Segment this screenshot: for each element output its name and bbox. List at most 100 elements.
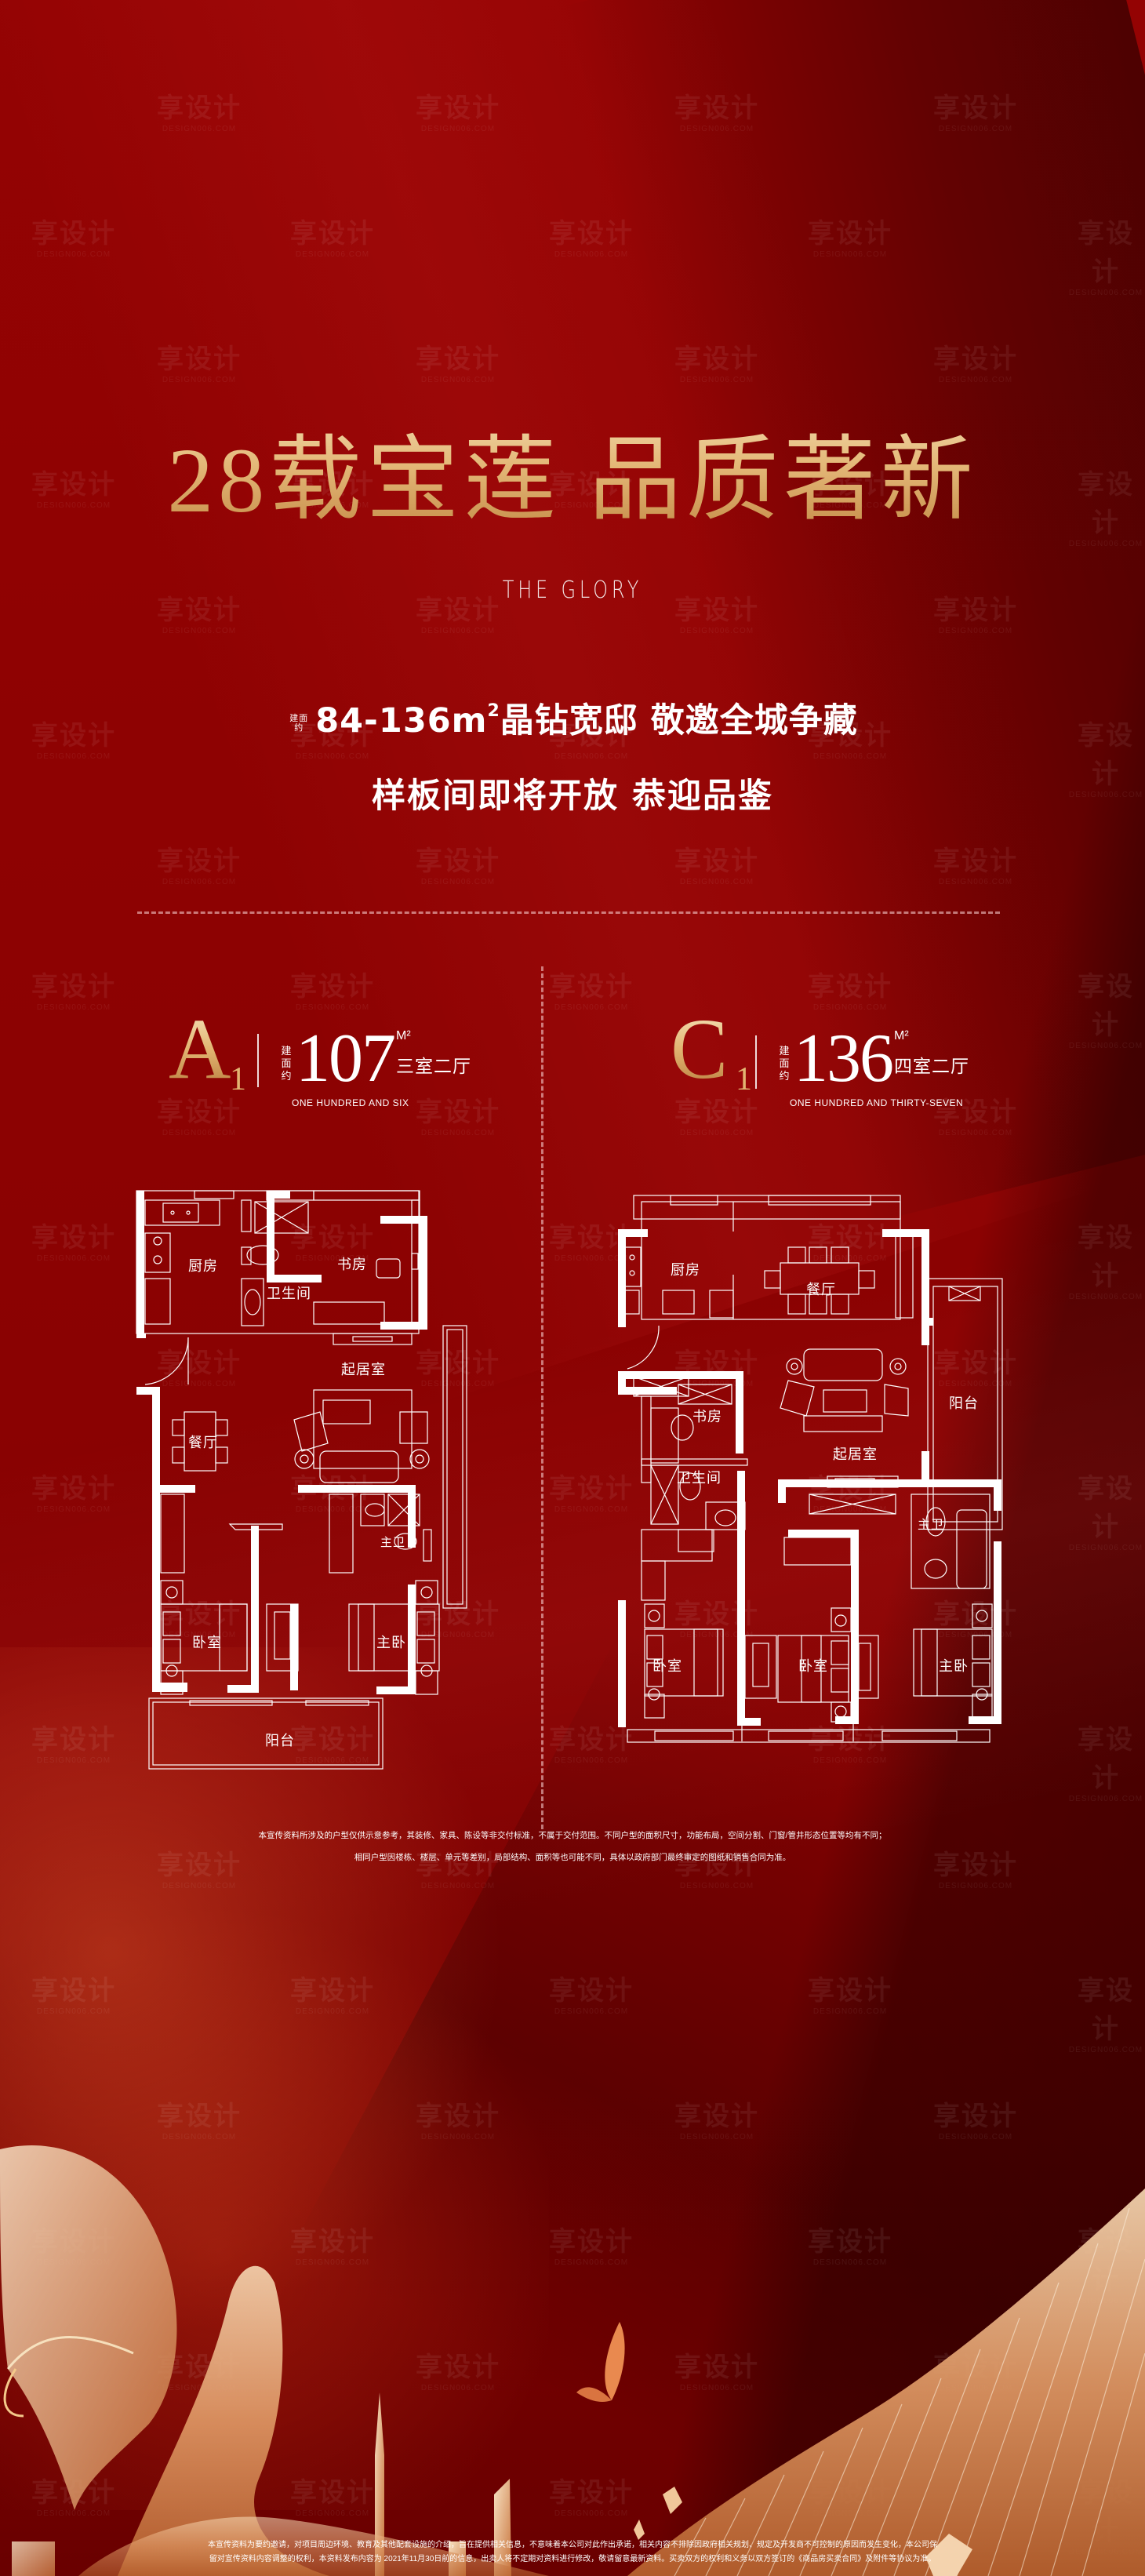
watermark-subtext: DESIGN006.COM (162, 376, 237, 384)
unit-m2: M² (396, 1029, 411, 1042)
unit-area: 136 (794, 1021, 894, 1097)
watermark-subtext: DESIGN006.COM (36, 250, 111, 259)
subheadline-line2: 样板间即将开放 恭迎品鉴 (372, 777, 773, 816)
watermark: 享设计 DESIGN006.COM (157, 337, 242, 384)
watermark-text: 享设计 (416, 846, 500, 876)
floor-plan-a1-drawing (136, 1190, 467, 1770)
watermark-text: 享设计 (933, 2101, 1018, 2131)
room-label-living: 起居室 (341, 1362, 386, 1377)
area-range: 84-136m (315, 701, 488, 740)
watermark-text: 享设计 (933, 2352, 1018, 2382)
room-label-bathroom: 卫生间 (677, 1470, 722, 1486)
watermark-text: 享设计 (674, 2352, 759, 2382)
watermark-subtext: DESIGN006.COM (812, 2509, 888, 2518)
unit-divider (755, 1035, 757, 1089)
watermark-text: 享设计 (674, 2101, 759, 2131)
watermark-text: 享设计 (933, 93, 1018, 123)
watermark-text: 享设计 (1078, 2478, 1134, 2546)
area-prefix: 建面约 (779, 1045, 790, 1082)
watermark-subtext: DESIGN006.COM (679, 2133, 754, 2141)
area-superscript: 2 (487, 701, 500, 721)
watermark-subtext: DESIGN006.COM (36, 2509, 111, 2518)
watermark-text: 享设计 (1078, 1223, 1134, 1291)
watermark-text: 享设计 (157, 344, 242, 374)
watermark-subtext: DESIGN006.COM (420, 125, 496, 133)
watermark-subtext: DESIGN006.COM (938, 1882, 1013, 1890)
unit-rooms: 三室二厅 (396, 1056, 471, 1076)
footer-note-line-1: 本宣传资料为要约邀请，对项目周边环境、教育及其他配套设施的介绍，旨在提供相关信息… (208, 2541, 937, 2549)
watermark: 享设计 DESIGN006.COM (1067, 1467, 1145, 1552)
room-label-dining: 餐厅 (188, 1435, 218, 1450)
floor-plan-c1: 厨房 餐厅 书房 卫生间 起居室 阳台 主卫 卧室 卧室 主卧 (604, 1184, 1012, 1749)
vertical-dashed-divider (541, 966, 543, 1829)
watermark-subtext: DESIGN006.COM (1068, 2297, 1143, 2305)
unit-area-english: ONE HUNDRED AND SIX (292, 1097, 409, 1108)
watermark-text: 享设计 (31, 219, 116, 249)
watermark-subtext: DESIGN006.COM (1068, 1293, 1143, 1301)
watermark-text: 享设计 (31, 1223, 116, 1253)
watermark-subtext: DESIGN006.COM (554, 1003, 629, 1012)
watermark-subtext: DESIGN006.COM (420, 878, 496, 886)
watermark-text: 享设计 (808, 2227, 892, 2257)
watermark-subtext: DESIGN006.COM (679, 878, 754, 886)
watermark-subtext: DESIGN006.COM (162, 125, 237, 133)
watermark-subtext: DESIGN006.COM (679, 376, 754, 384)
watermark-text: 享设计 (1078, 1976, 1134, 2044)
horizontal-dashed-divider (137, 911, 1000, 914)
tagline-english: THE GLORY (502, 577, 643, 604)
watermark-subtext: DESIGN006.COM (295, 752, 370, 761)
watermark: 享设计 DESIGN006.COM (1067, 965, 1145, 1050)
watermark-subtext: DESIGN006.COM (812, 250, 888, 259)
watermark-subtext: DESIGN006.COM (1068, 2046, 1143, 2054)
watermark-subtext: DESIGN006.COM (1068, 1795, 1143, 1803)
watermark: 享设计 DESIGN006.COM (1067, 1216, 1145, 1301)
watermark-subtext: DESIGN006.COM (938, 1129, 1013, 1137)
subheadline-slogan: 晶钻宽邸 敬邀全城争藏 (500, 701, 858, 740)
watermark-subtext: DESIGN006.COM (162, 1129, 237, 1137)
watermark: 享设计 DESIGN006.COM (674, 2094, 759, 2141)
watermark-subtext: DESIGN006.COM (1068, 1544, 1143, 1552)
room-label-balcony: 阳台 (265, 1733, 295, 1748)
watermark-text: 享设计 (674, 93, 759, 123)
watermark-text: 享设计 (31, 1474, 116, 1504)
watermark-subtext: DESIGN006.COM (812, 2258, 888, 2267)
watermark-subtext: DESIGN006.COM (1068, 1042, 1143, 1050)
room-label-master-bath: 主卫 (380, 1536, 406, 1549)
unit-subscript: 1 (736, 1061, 752, 1097)
disclaimer-line-1: 本宣传资料所涉及的户型仅供示意参考，其装修、家具、陈设等非交付标准，不属于交付范… (258, 1831, 887, 1840)
unit-area-english: ONE HUNDRED AND THIRTY-SEVEN (790, 1097, 964, 1108)
room-label-master-bedroom: 主卧 (376, 1635, 406, 1650)
watermark: 享设计 DESIGN006.COM (933, 86, 1018, 133)
disclaimer-line-2: 相同户型因楼栋、楼层、单元等差别，局部结构、面积等也可能不同，具体以政府部门最终… (354, 1853, 791, 1862)
watermark-text: 享设计 (549, 219, 634, 249)
room-label-bedroom-2: 卧室 (798, 1658, 828, 1674)
room-label-master-bath: 主卫 (918, 1519, 945, 1532)
watermark-text: 享设计 (808, 1976, 892, 2006)
watermark-text: 享设计 (1078, 972, 1134, 1040)
watermark-text: 享设计 (808, 219, 892, 249)
watermark-subtext: DESIGN006.COM (162, 627, 237, 635)
unit-rooms: 四室二厅 (894, 1056, 969, 1076)
watermark-subtext: DESIGN006.COM (938, 125, 1013, 133)
area-prefix: 建面约 (281, 1045, 292, 1082)
unit-m2: M² (894, 1029, 909, 1042)
watermark-text: 享设计 (1078, 1474, 1134, 1542)
watermark-subtext: DESIGN006.COM (36, 752, 111, 761)
watermark-text: 享设计 (31, 972, 116, 1002)
room-label-kitchen: 厨房 (671, 1262, 700, 1278)
watermark-subtext: DESIGN006.COM (295, 2509, 370, 2518)
